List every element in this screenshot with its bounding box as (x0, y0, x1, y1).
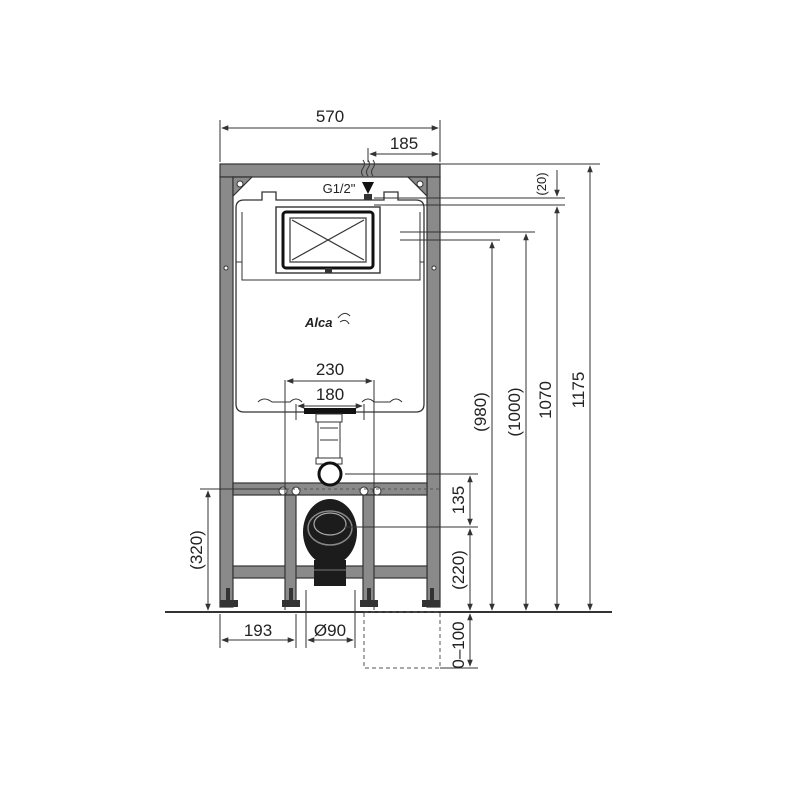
dim-offset-right: 185 (390, 134, 418, 153)
dim-height-1000: (1000) (505, 387, 524, 436)
dim-drain-height: (220) (449, 550, 468, 590)
frame-left-post (219, 176, 234, 608)
dim-drain-spacing: 135 (449, 486, 468, 514)
dim-left-offset: 193 (244, 621, 272, 640)
dim-height-980: (980) (471, 392, 490, 432)
frame-right-post (426, 176, 441, 608)
flush-valve (304, 408, 356, 487)
dimension-lines (200, 120, 600, 669)
adjust-range-box (363, 611, 441, 669)
dim-flush-plate-inner: 180 (316, 385, 344, 404)
dim-bolt-height: (320) (187, 530, 206, 570)
drain-elbow (303, 499, 357, 586)
frame-corner-gusset-right (406, 176, 428, 198)
flush-opening (275, 206, 381, 274)
flush-pipe-connector (317, 461, 343, 487)
dim-height-1175: 1175 (569, 372, 588, 409)
dim-pipe-diameter: Ø90 (314, 621, 346, 640)
dim-flush-plate-width: 230 (316, 360, 344, 379)
dim-adjust-range: 0–100 (449, 621, 468, 668)
cistern-details (236, 212, 424, 403)
dim-height-1070: 1070 (536, 381, 555, 419)
brand-bird-icon (337, 312, 351, 325)
brand-logo: Alca (304, 315, 332, 330)
water-inlet (361, 159, 375, 200)
dim-top-offset: (20) (534, 172, 549, 195)
inlet-thread-label: G1/2" (323, 181, 356, 196)
frame-corner-gusset-left (232, 176, 254, 198)
dim-width-total: 570 (316, 107, 344, 126)
frame-holes (223, 180, 437, 271)
adjustable-feet (220, 588, 440, 607)
frame-top-rail (219, 163, 441, 178)
